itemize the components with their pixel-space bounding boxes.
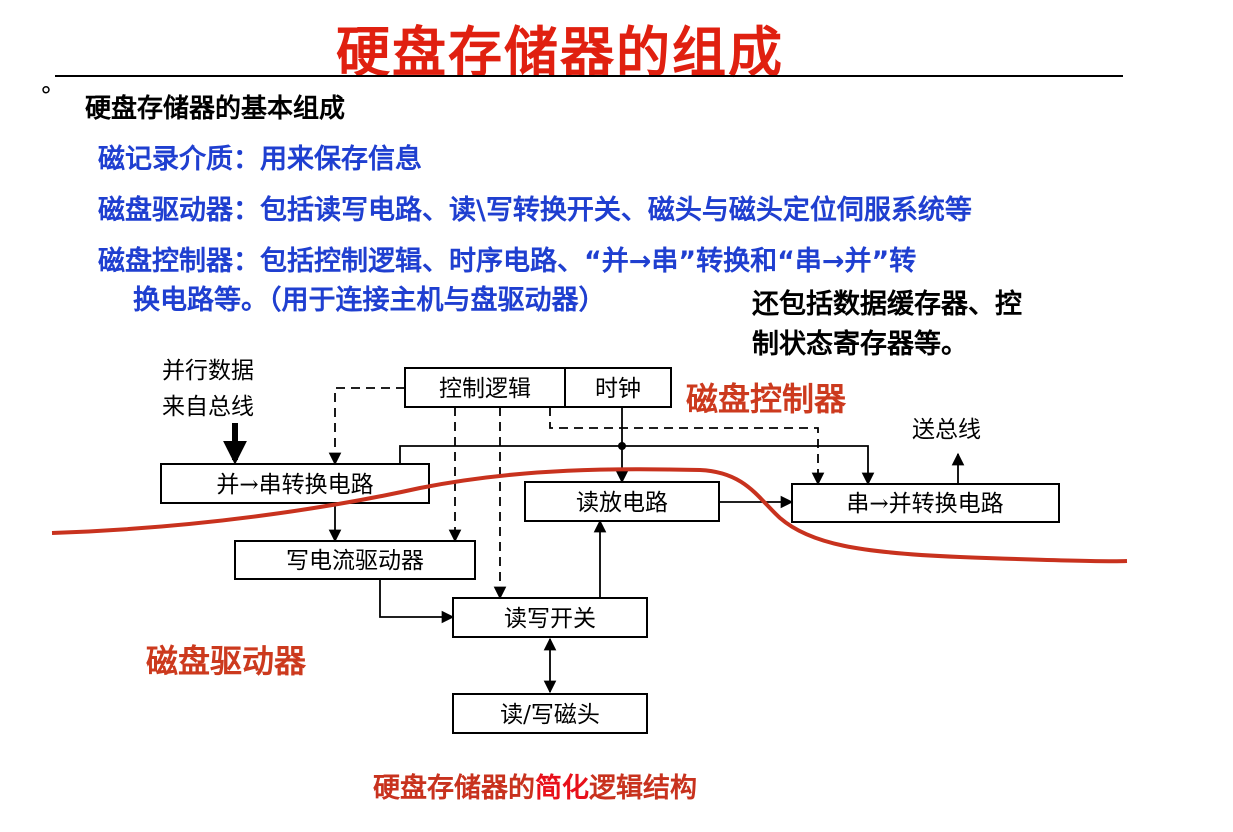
caption-after: 逻辑结构 bbox=[589, 773, 697, 804]
write-driver-box bbox=[234, 540, 476, 580]
write-driver-to-switch bbox=[379, 579, 455, 624]
rw-switch-label: 读写开关 bbox=[504, 606, 596, 632]
clock-label: 时钟 bbox=[595, 376, 641, 402]
caption-before: 硬盘存储器的 bbox=[373, 773, 535, 804]
serial-to-parallel-box bbox=[791, 483, 1060, 523]
line-disk-controller-cont: 换电路等。（用于连接主机与盘驱动器） bbox=[133, 285, 606, 316]
output-label: 送总线 bbox=[912, 417, 981, 443]
clock-bus-line bbox=[399, 445, 875, 486]
line-disk-drive: 磁盘驱动器：包括读写电路、读\写转换开关、磁头与磁头定位伺服系统等 bbox=[98, 195, 972, 226]
control-to-parallel-serial bbox=[328, 387, 405, 466]
line-disk-controller: 磁盘控制器：包括控制逻辑、时序电路、“并→串”转换和“串→并”转 bbox=[98, 246, 917, 277]
caption-highlight: 简化 bbox=[535, 773, 589, 804]
control-logic-box bbox=[404, 367, 566, 408]
controller-note-line-2: 制状态寄存器等。 bbox=[752, 329, 968, 360]
controller-drive-boundary bbox=[51, 467, 1128, 564]
clock-junction-dot bbox=[618, 442, 626, 450]
write-driver-label: 写电流驱动器 bbox=[286, 548, 424, 574]
drive-region-label: 磁盘驱动器 bbox=[146, 642, 307, 680]
rw-switch-box bbox=[452, 597, 648, 638]
section-heading: 硬盘存储器的基本组成 bbox=[85, 94, 346, 124]
bullet-marker: ° bbox=[40, 82, 52, 110]
rw-head-label: 读/写磁头 bbox=[500, 702, 600, 728]
input-label-line-1: 并行数据 bbox=[162, 358, 254, 384]
figure-caption: 硬盘存储器的简化逻辑结构 bbox=[373, 766, 697, 805]
line-recording-medium: 磁记录介质：用来保存信息 bbox=[98, 144, 422, 175]
control-logic-label: 控制逻辑 bbox=[439, 376, 531, 402]
controller-region-label: 磁盘控制器 bbox=[686, 380, 847, 418]
title-divider bbox=[55, 75, 1123, 77]
slide-title: 硬盘存储器的组成 bbox=[336, 21, 784, 84]
controller-note: 还包括数据缓存器、控 制状态寄存器等。 bbox=[752, 285, 1022, 365]
control-to-serial-parallel bbox=[549, 407, 825, 486]
read-amp-label: 读放电路 bbox=[576, 490, 668, 516]
rw-head-box bbox=[452, 693, 648, 734]
parallel-to-serial-label: 并→串转换电路 bbox=[216, 472, 373, 498]
serial-to-parallel-label: 串→并转换电路 bbox=[846, 491, 1003, 517]
input-label-line-2: 来自总线 bbox=[162, 394, 254, 420]
controller-note-line-1: 还包括数据缓存器、控 bbox=[752, 289, 1022, 320]
clock-box bbox=[564, 367, 672, 408]
